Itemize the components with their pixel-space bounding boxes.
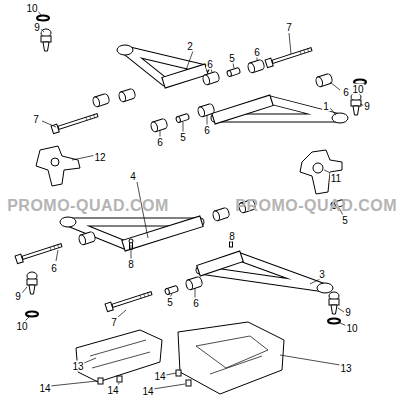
callout-number: 1 xyxy=(322,101,330,112)
callout-number: 5 xyxy=(166,297,174,308)
callout-number: 6 xyxy=(50,263,58,274)
callout-number: 3 xyxy=(318,269,326,280)
callout-number: 4 xyxy=(129,171,137,182)
callout-number: 7 xyxy=(285,22,293,33)
callout-number: 14 xyxy=(153,371,166,382)
callout-number: 12 xyxy=(93,152,106,163)
callout-number: 8 xyxy=(228,231,236,242)
callout-number: 9 xyxy=(14,291,22,302)
callout-number: 5 xyxy=(228,53,236,64)
callout-number: 6 xyxy=(192,298,200,309)
watermark: PROMO-QUAD.COM xyxy=(234,197,398,215)
callout-number: 6 xyxy=(203,125,211,136)
callout-number: 14 xyxy=(106,385,119,396)
callout-number: 5 xyxy=(179,132,187,143)
callout-number: 9 xyxy=(33,22,41,33)
callout-number: 7 xyxy=(110,317,118,328)
callout-number: 6 xyxy=(253,47,261,58)
callout-number: 10 xyxy=(25,3,38,14)
callout-number: 8 xyxy=(127,259,135,270)
callout-number: 10 xyxy=(15,321,28,332)
callout-number: 5 xyxy=(341,215,349,226)
callout-number: 10 xyxy=(345,323,358,334)
callout-number: 6 xyxy=(156,137,164,148)
callout-number: 6 xyxy=(342,87,350,98)
callout-number: 11 xyxy=(330,173,342,184)
callout-number: 6 xyxy=(206,59,214,70)
callout-number: 13 xyxy=(339,363,352,374)
callout-number: 14 xyxy=(141,386,154,397)
callout-number: 7 xyxy=(32,114,40,125)
watermark: PROMO-QUAD.COM xyxy=(6,197,170,215)
callout-number: 9 xyxy=(344,307,352,318)
callout-number: 13 xyxy=(71,361,84,372)
callout-number: 14 xyxy=(38,383,51,394)
callout-number: 10 xyxy=(351,84,364,95)
callout-number: 9 xyxy=(363,101,371,112)
callout-number: 2 xyxy=(186,41,194,52)
